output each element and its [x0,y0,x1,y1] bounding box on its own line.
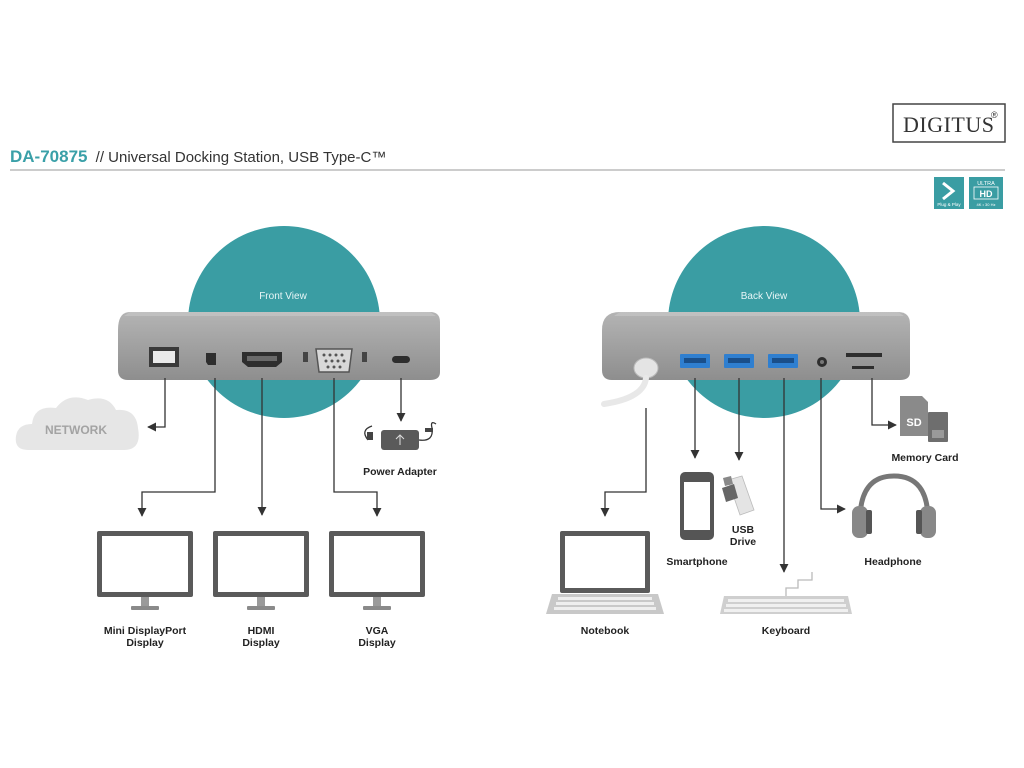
network-cloud-icon: NETWORK [15,397,139,450]
minidp-connector-line [137,378,216,517]
minidp-monitor-icon [97,531,193,610]
ultra-hd-badge: ULTRA HD 4K • 30 Hz [969,177,1003,209]
headphone-connector-line [820,378,846,514]
notebook-icon [546,531,664,614]
notebook-connector-line [600,408,647,517]
model-description: // Universal Docking Station, USB Type-C… [92,149,387,166]
minidp-display-label: Mini DisplayPort [104,625,187,637]
vga-connector-line [333,378,382,517]
vga-display-sublabel: Display [358,637,396,649]
memory-card-label: Memory Card [891,452,958,464]
ultra-text: ULTRA [977,181,995,187]
power-adapter-label: Power Adapter [363,466,437,478]
power-adapter-icon [364,422,437,450]
headphone-icon [852,473,936,538]
brand-name: DIGITUS [903,112,995,137]
back-dock [601,312,910,407]
chevron-right-icon [942,181,956,201]
mini-displayport-icon [206,353,216,365]
brand-logo: DIGITUS ® [892,103,1006,143]
ultra-sub-text: 4K • 30 Hz [977,202,996,207]
network-label: NETWORK [45,423,107,437]
minidp-display-sublabel: Display [126,637,164,649]
hdmi-port-icon [242,352,282,367]
headphone-label: Headphone [864,556,921,568]
keyboard-icon [720,572,852,614]
front-dock [118,312,440,380]
usb-a-port-2-icon [724,354,754,368]
usb-a-port-3-icon [768,354,798,368]
audio-jack-icon [817,357,827,367]
hdmi-display-label: HDMI [248,625,275,637]
card-reader-slot-icon [846,353,882,369]
hdmi-monitor-icon [213,531,309,610]
page-title: DA-70875 // Universal Docking Station, U… [10,147,386,166]
usb-drive-sublabel: Drive [730,536,756,548]
usb-drive-label: USB [732,524,755,536]
ethernet-port-icon [149,347,179,367]
plug-and-play-badge: Plug & Play [934,177,964,209]
usb-c-cable-icon [601,357,659,407]
network-connector-line [147,378,166,432]
memory-card-icon: SD [900,396,948,442]
front-view-label: Front View [259,291,307,302]
vga-display-label: VGA [366,625,389,637]
notebook-label: Notebook [581,625,630,637]
sd-card-label: SD [906,417,921,429]
keyboard-label: Keyboard [762,625,810,637]
memory-card-connector-line [871,378,897,430]
back-view-label: Back View [741,291,788,302]
usb-drive-icon [722,475,755,516]
plug-play-text: Plug & Play [937,202,961,207]
vga-monitor-icon [329,531,425,610]
registered-mark: ® [991,110,998,120]
smartphone-label: Smartphone [666,556,727,568]
usb-a-port-1-icon [680,354,710,368]
hdmi-display-sublabel: Display [242,637,280,649]
vga-port-icon [303,348,367,373]
smartphone-icon [680,472,714,540]
usb-c-power-port-icon [392,356,410,363]
hd-text: HD [980,189,993,199]
model-code: DA-70875 [10,147,88,166]
